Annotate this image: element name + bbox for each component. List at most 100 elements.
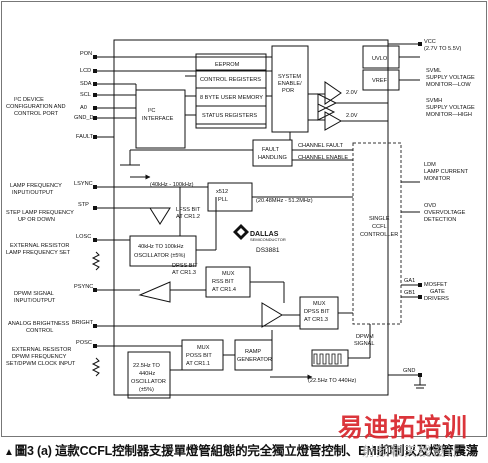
user-memory-label: 8 BYTE USER MEMORY — [200, 95, 263, 101]
mux-rss-l3: AT CR1.4 — [212, 287, 236, 293]
oscillator-lamp-block — [129, 235, 197, 267]
ext-res-dpwm-l3: SET/DPWM CLOCK INPUT — [6, 361, 76, 367]
pin-psync: PSYNC — [74, 284, 93, 290]
ccfl-l2: CCFL — [372, 224, 387, 230]
ext-dpwm-l2: INPUT/OUTPUT — [14, 298, 56, 304]
caption-text: 圖3 (a) 這款CCFL控制器支援單燈管組態的完全獨立燈管控制、EMI抑制以及… — [14, 444, 479, 458]
pin-sda: SDA — [80, 81, 92, 87]
memory-block — [195, 53, 267, 129]
status-registers-label: STATUS REGISTERS — [202, 113, 257, 119]
ramp-l2: GENERATOR — [237, 357, 272, 363]
ext-analog-l2: CONTROL — [26, 328, 53, 334]
oscillator-dpwm-block — [127, 351, 171, 399]
ccfl-l1: SINGLE — [369, 216, 390, 222]
ext-analog-l1: ANALOG BRIGHTNESS — [8, 321, 70, 327]
dpwm-signal-l2: SIGNAL — [354, 341, 375, 347]
ext-i2c-l3: CONTROL PORT — [14, 111, 59, 117]
pin-scl: SCL — [80, 92, 91, 98]
pin-posc: POSC — [76, 340, 92, 346]
ext-ldm-l1: LDM — [424, 162, 436, 168]
mux-poss-l2: POSS BIT — [186, 353, 212, 359]
pin-gb1: GB1 — [404, 290, 415, 296]
channel-enable-label: CHANNEL ENABLE — [298, 155, 348, 161]
pin-ga1: GA1 — [404, 278, 415, 284]
i2c-interface-block — [135, 89, 186, 149]
pin-bright: BRIGHT — [72, 320, 94, 326]
dpwm-range: (22.5Hz TO 440Hz) — [308, 378, 356, 384]
ext-dpwm-l1: DPWM SIGNAL — [14, 291, 54, 297]
fault-handling-l2: HANDLING — [258, 155, 287, 161]
pll-block — [207, 182, 253, 212]
pin-a0: A0 — [80, 105, 87, 111]
pll-l2: PLL — [218, 197, 228, 203]
voltage-2v-a: 2.0V — [346, 90, 358, 96]
ext-lamp-freq-l1: LAMP FREQUENCY — [10, 183, 62, 189]
sys-enable-l2: ENABLE/ — [278, 81, 302, 87]
ext-svmh-l3: MONITOR—HIGH — [426, 112, 472, 118]
ext-step-freq-l1: STEP LAMP FREQUENCY — [6, 210, 74, 216]
vcc-range: (2.7V TO 5.5V) — [424, 46, 462, 52]
dpss-l2: AT CR1.3 — [172, 270, 196, 276]
uvlo-label: UVLO — [372, 56, 388, 62]
dallas-logo — [233, 224, 249, 240]
channel-fault-label: CHANNEL FAULT — [298, 143, 344, 149]
ext-svml-l1: SVML — [426, 68, 441, 74]
figure-caption: ▲圖3 (a) 這款CCFL控制器支援單燈管組態的完全獨立燈管控制、EMI抑制以… — [4, 440, 488, 460]
osc-dpwm-l2: 440Hz — [139, 371, 155, 377]
ext-ovd-l2: OVERVOLTAGE — [424, 210, 466, 216]
sys-enable-l3: POR — [282, 88, 294, 94]
mux-dpss-l1: MUX — [313, 301, 326, 307]
mux-rss-l2: RSS BIT — [212, 279, 234, 285]
ext-mosfet-l3: DRIVERS — [424, 296, 449, 302]
eeprom-label: EEPROM — [215, 62, 240, 68]
caption-marker: ▲ — [4, 447, 14, 458]
ext-svml-l3: MONITOR—LOW — [426, 82, 471, 88]
ext-mosfet-l1: MOSFET — [424, 282, 448, 288]
ext-res-lamp-l1: EXTERNAL RESISTOR — [10, 243, 69, 249]
ramp-l1: RAMP — [245, 349, 261, 355]
i2c-label-l2: INTERFACE — [142, 116, 174, 122]
fault-handling-l1: FAULT — [262, 147, 280, 153]
ext-res-dpwm-l1: EXTERNAL RESISTOR — [12, 347, 71, 353]
pin-gnd: GND — [403, 368, 415, 374]
ccfl-l3: CONTROLLER — [360, 232, 398, 238]
ext-ldm-l3: MONITOR — [424, 176, 450, 182]
ext-lamp-freq-l2: INPUT/OUTPUT — [12, 190, 54, 196]
watermark: 易迪拓培训 射频和天线设计 — [336, 408, 486, 462]
sys-enable-l1: SYSTEM — [278, 74, 301, 80]
dpss-l1: DPSS BIT — [172, 263, 198, 269]
ext-step-freq-l2: UP OR DOWN — [18, 217, 55, 223]
control-registers-label: CONTROL REGISTERS — [200, 77, 261, 83]
ext-svmh-l2: SUPPLY VOLTAGE — [426, 105, 475, 111]
pin-fault: FAULT — [76, 134, 94, 140]
ext-ovd-l3: DETECTION — [424, 217, 456, 223]
pin-losc: LOSC — [76, 234, 91, 240]
pin-vcc: VCC — [424, 39, 436, 45]
osc-dpwm-l4: (±5%) — [139, 387, 154, 393]
lamp-range: (40kHz - 100kHz) — [150, 182, 194, 188]
voltage-2v-b: 2.0V — [346, 113, 358, 119]
vref-label: VREF — [372, 78, 388, 84]
ext-ldm-l2: LAMP CURRENT — [424, 169, 469, 175]
osc-lamp-l1: 40kHz TO 100kHz — [138, 244, 184, 250]
figure-frame — [1, 1, 487, 437]
fault-handling-block — [252, 139, 293, 167]
osc-lamp-l2: OSCILLATOR (±5%) — [134, 253, 185, 259]
pll-range: (20.48MHz - 51.2MHz) — [256, 198, 313, 204]
ramp-generator-block — [234, 339, 273, 371]
pin-lcd: LCD — [80, 68, 91, 74]
watermark-sub: 射频和天线设计 — [362, 445, 461, 460]
mux-poss-l3: AT CR1.1 — [186, 361, 210, 367]
pll-l1: x512 — [216, 189, 228, 195]
lfss-l1: LFSS BIT — [176, 207, 201, 213]
pin-stp: STP — [78, 202, 89, 208]
ext-svml-l2: SUPPLY VOLTAGE — [426, 75, 475, 81]
pin-lsync: LSYNC — [74, 181, 93, 187]
ext-res-dpwm-l2: DPWM FREQUENCY — [12, 354, 67, 360]
dpwm-signal-l1: DPWM — [356, 334, 374, 340]
mux-rss-l1: MUX — [222, 271, 235, 277]
brand-sub: SEMICONDUCTOR — [250, 237, 286, 242]
ext-i2c-l2: CONFIGURATION AND — [6, 104, 66, 110]
ext-res-lamp-l2: LAMP FREQUENCY SET — [6, 250, 71, 256]
